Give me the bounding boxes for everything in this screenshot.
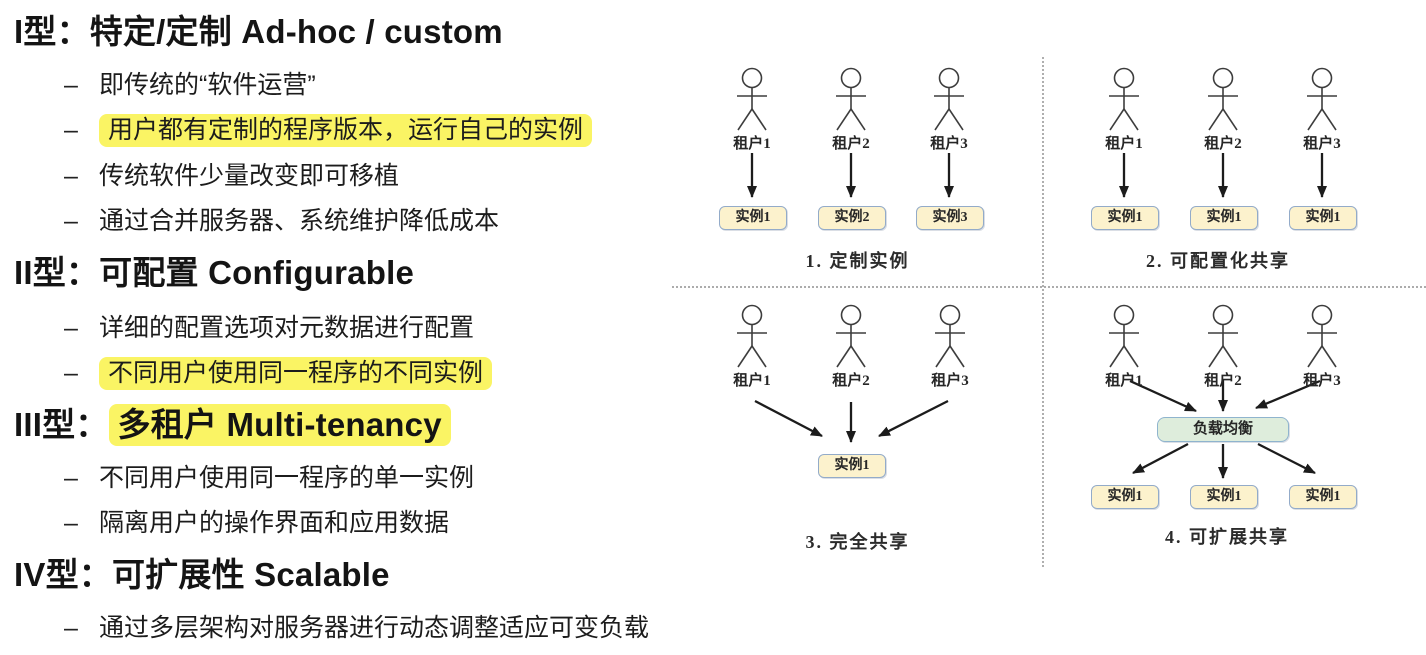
bullet-item: –通过合并服务器、系统维护降低成本 — [64, 205, 499, 238]
bullet-dash: – — [64, 207, 78, 235]
bullet-text: 详细的配置选项对元数据进行配置 — [99, 314, 475, 342]
arrow-converge-icon — [754, 399, 823, 438]
stick-figure-icon — [835, 304, 867, 368]
section-title-prefix: III型： — [14, 406, 109, 443]
instance-box: 实例1 — [818, 454, 886, 478]
bullet-text-highlighted: 用户都有定制的程序版本，运行自己的实例 — [99, 114, 593, 147]
bullet-dash: – — [64, 464, 78, 492]
section-title-highlighted: 多租户 Multi-tenancy — [108, 404, 451, 446]
tenant-label: 租户3 — [1303, 136, 1341, 152]
tenant-label: 租户1 — [1105, 373, 1143, 389]
instance-box: 实例1 — [1190, 485, 1258, 509]
section-title-type-4: IV型：可扩展性 Scalable — [14, 556, 390, 593]
tenant-label: 租户3 — [931, 373, 969, 389]
tenant-label: 租户1 — [1105, 136, 1143, 152]
bullet-text-highlighted: 不同用户使用同一程序的不同实例 — [99, 357, 493, 390]
bullet-item: –用户都有定制的程序版本，运行自己的实例 — [64, 114, 593, 147]
bullet-text: 传统软件少量改变即可移植 — [99, 162, 400, 190]
bullet-item: –通过多层架构对服务器进行动态调整适应可变负载 — [64, 612, 649, 645]
bullet-dash: – — [64, 614, 78, 642]
bullet-text: 即传统的“软件运营” — [99, 71, 316, 99]
quadrant-caption: 1. 定制实例 — [805, 251, 910, 271]
diagram-canvas — [672, 57, 1426, 567]
arrow-diverge-icon — [1132, 442, 1189, 475]
bullet-text: 隔离用户的操作界面和应用数据 — [99, 509, 450, 537]
bullet-text: 不同用户使用同一程序的单一实例 — [99, 464, 475, 492]
stick-figure-icon — [1108, 304, 1140, 368]
bullet-item: –详细的配置选项对元数据进行配置 — [64, 312, 474, 345]
stick-figure-icon — [1306, 304, 1338, 368]
instance-box: 实例1 — [1190, 206, 1258, 230]
bullet-dash: – — [64, 162, 78, 190]
quadrant-caption: 3. 完全共享 — [805, 532, 910, 552]
tenant-label: 租户2 — [1204, 136, 1242, 152]
section-title-type-2: II型：可配置 Configurable — [14, 254, 414, 291]
bullet-dash: – — [64, 509, 78, 537]
stick-figure-icon — [736, 304, 768, 368]
stick-figure-icon — [1207, 304, 1239, 368]
bullet-dash: – — [64, 314, 78, 342]
stick-figure-icon — [1108, 67, 1140, 131]
stick-figure-icon — [934, 304, 966, 368]
tenant-label: 租户3 — [930, 136, 968, 152]
bullet-item: –传统软件少量改变即可移植 — [64, 160, 399, 193]
instance-box: 实例1 — [1091, 485, 1159, 509]
instance-box: 实例2 — [818, 206, 886, 230]
tenant-label: 租户2 — [832, 373, 870, 389]
arrow-converge-icon — [1255, 379, 1321, 410]
tenant-label: 租户3 — [1303, 373, 1341, 389]
bullet-text: 通过多层架构对服务器进行动态调整适应可变负载 — [99, 614, 650, 642]
bullet-dash: – — [64, 116, 78, 144]
stick-figure-icon — [1306, 67, 1338, 131]
instance-box: 实例1 — [719, 206, 787, 230]
quadrant-caption: 2. 可配置化共享 — [1146, 251, 1290, 271]
diagram-panel: 租户1 租户2 租户3 租户1 租户2 租户3 租户1 租户2 租户3 租户1 … — [672, 45, 1426, 590]
bullet-item: –隔离用户的操作界面和应用数据 — [64, 507, 449, 540]
stick-figure-icon — [736, 67, 768, 131]
instance-box: 实例3 — [916, 206, 984, 230]
tenant-label: 租户2 — [832, 136, 870, 152]
section-title-type-1: I型：特定/定制 Ad-hoc / custom — [14, 13, 503, 50]
bullet-item: –不同用户使用同一程序的不同实例 — [64, 357, 493, 390]
arrow-converge-icon — [878, 399, 949, 438]
instance-box: 实例1 — [1091, 206, 1159, 230]
bullet-dash: – — [64, 359, 78, 387]
bullet-item: –不同用户使用同一程序的单一实例 — [64, 462, 474, 495]
bullet-text: 通过合并服务器、系统维护降低成本 — [99, 207, 500, 235]
quadrant-caption: 4. 可扩展共享 — [1165, 527, 1289, 547]
bullet-dash: – — [64, 71, 78, 99]
arrow-converge-icon — [1129, 379, 1197, 413]
arrow-diverge-icon — [1257, 442, 1316, 475]
bullet-item: –即传统的“软件运营” — [64, 69, 316, 102]
stick-figure-icon — [835, 67, 867, 131]
tenant-label: 租户1 — [733, 136, 771, 152]
instance-box: 实例1 — [1289, 485, 1357, 509]
stick-figure-icon — [933, 67, 965, 131]
stick-figure-icon — [1207, 67, 1239, 131]
tenant-label: 租户1 — [733, 373, 771, 389]
section-title-type-3: III型：多租户 Multi-tenancy — [14, 404, 451, 446]
tenant-label: 租户2 — [1204, 373, 1242, 389]
load-balancer-box: 负载均衡 — [1157, 417, 1289, 442]
instance-box: 实例1 — [1289, 206, 1357, 230]
